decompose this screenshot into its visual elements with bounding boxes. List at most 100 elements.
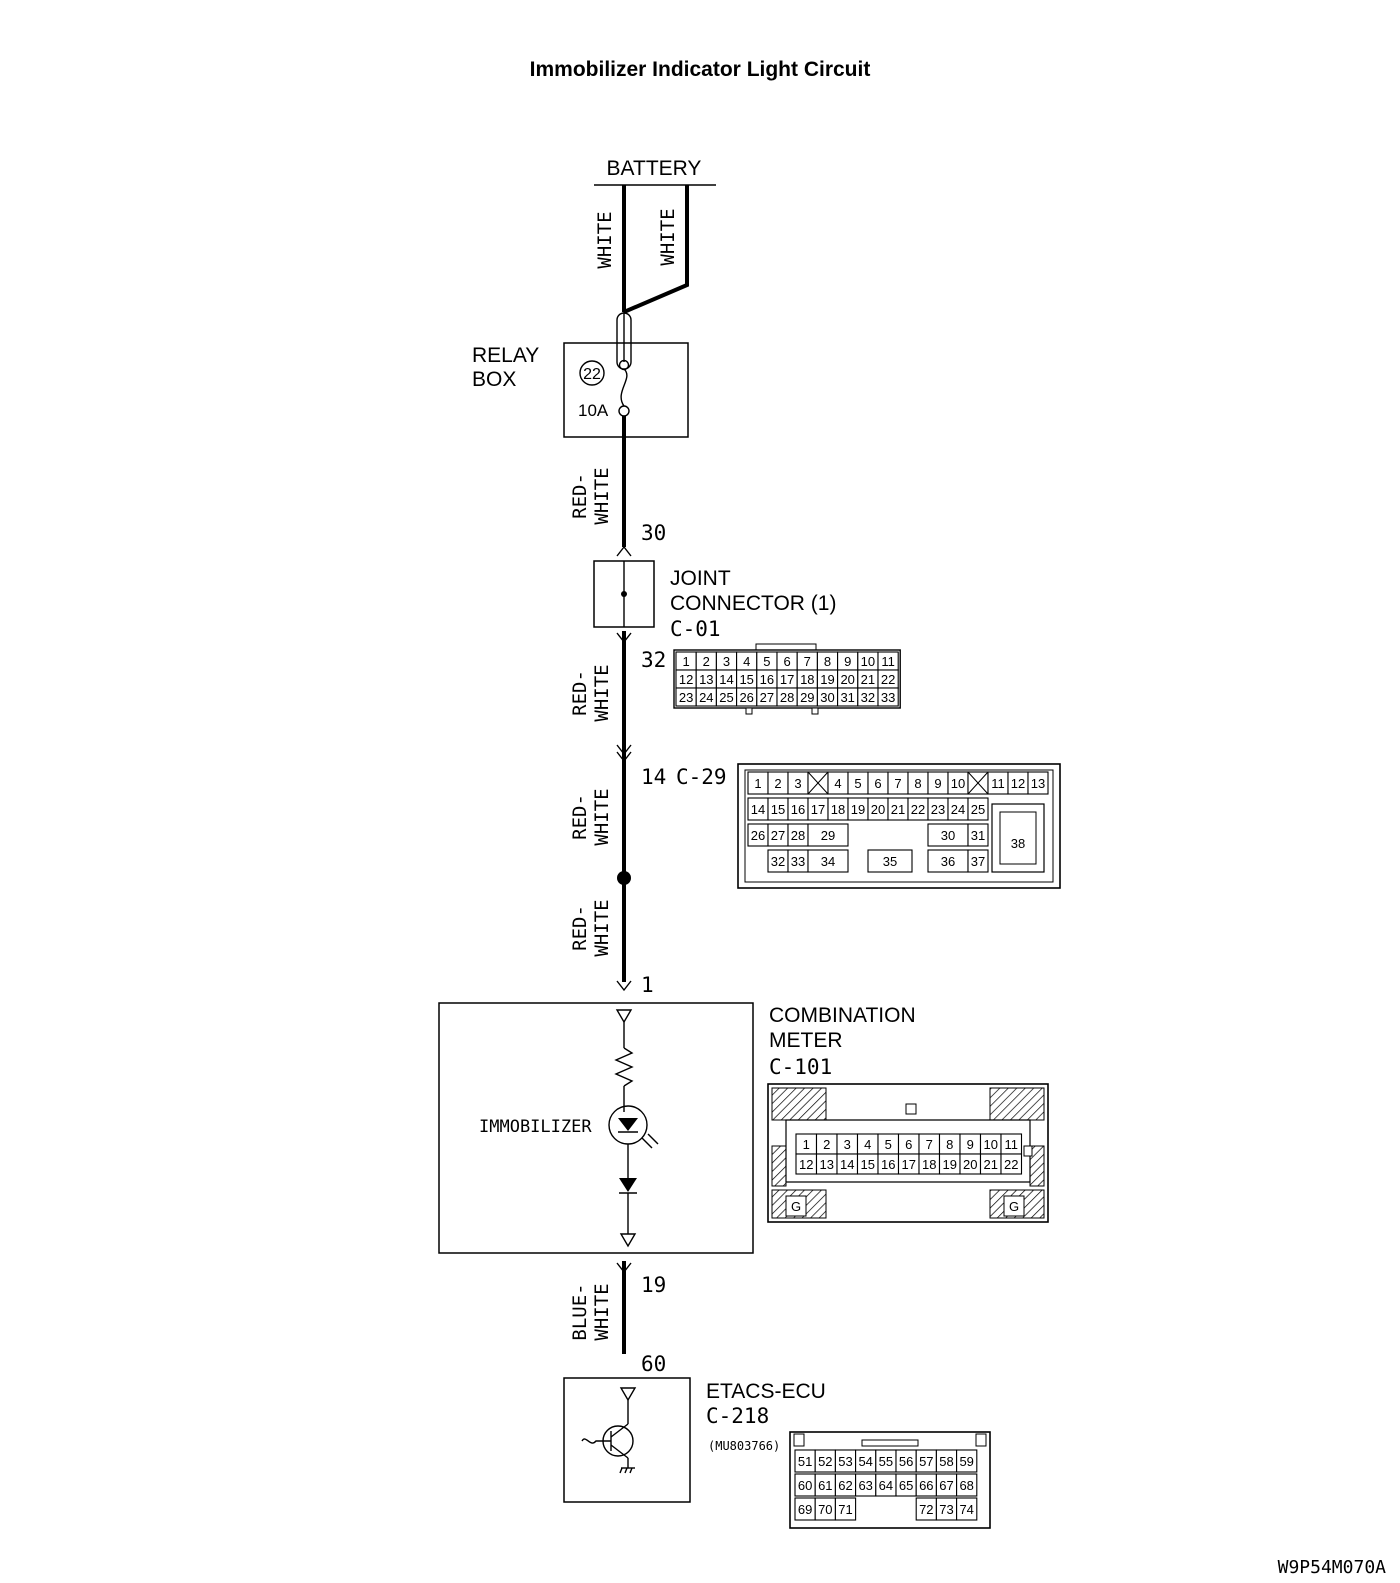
connector-mark-19 [616,1262,632,1274]
c01-pin-22: 22 [881,672,895,687]
c29-pin-24: 24 [951,802,965,817]
c29-pin-7: 7 [894,776,901,791]
wire-1-color-2: WHITE [591,467,613,524]
c29-slot-38-inner [999,811,1037,865]
c29-pin-11: 11 [991,776,1005,791]
c01-pin-25: 25 [719,690,733,705]
c218-pin-68: 68 [959,1478,973,1493]
c29-pin-34: 34 [821,854,835,869]
c29-pin-36: 36 [941,854,955,869]
c101-hatch-top-1 [989,1087,1045,1121]
c101-key [1023,1145,1033,1157]
c01-key-1 [745,707,753,715]
wire-1-color-1: RED- [569,473,591,519]
c101-pin-8: 8 [946,1137,953,1152]
c218-key-left [793,1433,805,1447]
figure-code: W9P54M070A [1278,1557,1387,1578]
c101-pin-12: 12 [799,1157,813,1172]
connector-mark-14a [616,744,632,756]
c218-pin-53: 53 [838,1454,852,1469]
c101-ground-0: G [791,1199,801,1214]
combination-meter-box [438,1002,754,1254]
connector-mark-32 [616,632,632,644]
c101-pin-14: 14 [840,1157,854,1172]
connector-mark-30 [616,545,632,557]
c218-pin-63: 63 [858,1478,872,1493]
c218-pin-64: 64 [879,1478,893,1493]
c01-pin-21: 21 [861,672,875,687]
c01-pin-12: 12 [679,672,693,687]
c218-pin-57: 57 [919,1454,933,1469]
joint-connector-label-1: JOINT [670,567,731,590]
c01-pin-17: 17 [780,672,794,687]
splice-point [617,871,631,885]
wire-3-color-1: RED- [569,794,591,840]
wire-4-color-2: WHITE [591,899,613,956]
meter-terminal-out [619,1233,637,1248]
c101-pin-20: 20 [963,1157,977,1172]
c01-pin-2: 2 [703,654,710,669]
c218-pin-69: 69 [798,1502,812,1517]
relay-box-label-2: BOX [472,368,516,391]
etacs-code: C-218 [706,1404,769,1428]
battery-wire-left-color: WHITE [594,211,616,268]
c01-pin-27: 27 [760,690,774,705]
joint-connector-dot [621,591,627,597]
joint-connector-label-2: CONNECTOR (1) [670,592,836,615]
fuse-number: 22 [583,366,601,383]
c29-pin-2: 2 [774,776,781,791]
c218-pin-74-cell [956,1497,978,1521]
c29-blank-1-cross-b [807,771,829,795]
c29-pin-30: 30 [941,828,955,843]
c101-pin-17: 17 [902,1157,916,1172]
wire-5-color-1: BLUE- [569,1283,591,1340]
c01-key-2 [811,707,819,715]
pin-60: 60 [641,1352,666,1376]
c218-pin-73: 73 [939,1502,953,1517]
c218-pin-65: 65 [899,1478,913,1493]
combination-meter-label-2: METER [769,1029,843,1052]
c218-pin-56: 56 [899,1454,913,1469]
c01-pin-33-cell [877,687,899,707]
wire-4-color-1: RED- [569,905,591,951]
c29-pin-21: 21 [891,802,905,817]
c101-pin-6: 6 [905,1137,912,1152]
transistor-collector [610,1423,629,1438]
c29-pin-12: 12 [1011,776,1025,791]
c101-pin-5: 5 [885,1137,892,1152]
wire-5-color-2: WHITE [591,1283,613,1340]
c29-pin-34-cell [807,849,849,873]
light-ray-1 [641,1137,653,1149]
c101-pin-21: 21 [984,1157,998,1172]
c101-pin-3: 3 [844,1137,851,1152]
c01-pin-10: 10 [861,654,875,669]
c218-pin-67: 67 [939,1478,953,1493]
c218-pin-71: 71 [838,1502,852,1517]
c01-pin-24: 24 [699,690,713,705]
c218-pin-59-cell [956,1449,978,1473]
c01-pin-15: 15 [739,672,753,687]
c101-pin-9: 9 [967,1137,974,1152]
transistor-input [581,1438,611,1444]
pin-32: 32 [641,648,666,672]
c218-pin-71-cell [834,1497,857,1521]
c29-pin-18: 18 [831,802,845,817]
c101-ground-box-0 [785,1195,807,1217]
c01-pin-9: 9 [844,654,851,669]
led-triangle-icon [618,1118,638,1131]
c29-pin-10: 10 [951,776,965,791]
c218-pin-52: 52 [818,1454,832,1469]
light-ray-2 [647,1133,659,1145]
battery-wire-right-color: WHITE [657,208,679,265]
c218-pin-61: 61 [818,1478,832,1493]
c29-code: C-29 [676,765,727,789]
c101-pin-22-cell [1000,1153,1023,1175]
c101-pin-13: 13 [820,1157,834,1172]
combination-meter-label-1: COMBINATION [769,1004,916,1027]
pin-19: 19 [641,1273,666,1297]
c29-pin-26: 26 [751,828,765,843]
c01-pin-26: 26 [739,690,753,705]
